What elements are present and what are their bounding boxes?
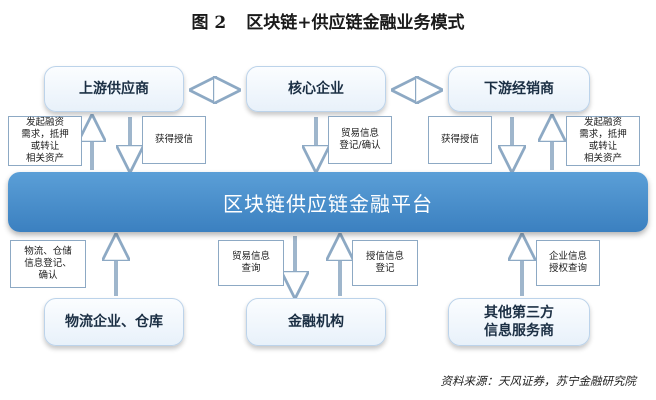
figure-title: 图 2 区块链+供应链金融业务模式: [0, 8, 656, 33]
label-downstream-credit: 获得授信: [428, 116, 492, 164]
label-finance-credit-register: 授信信息 登记: [352, 240, 418, 286]
node-financial-institution: 金融机构: [246, 298, 386, 346]
node-upstream-supplier: 上游供应商: [44, 66, 184, 112]
label-core-trade-register: 贸易信息 登记/确认: [328, 116, 392, 164]
node-downstream-distributor: 下游经销商: [448, 66, 590, 112]
node-logistics-warehouse: 物流企业、仓库: [44, 298, 184, 346]
blockchain-platform: 区块链供应链金融平台: [8, 172, 648, 232]
label-other-auth-query: 企业信息 授权查询: [536, 240, 600, 286]
label-logistics-register: 物流、仓储 信息登记、 确认: [10, 240, 86, 288]
label-downstream-request: 发起融资 需求，抵押 或转让 相关资产: [566, 116, 640, 166]
figure-number: 图 2: [191, 13, 227, 33]
node-third-party-info: 其他第三方 信息服务商: [448, 298, 590, 346]
label-upstream-credit: 获得授信: [142, 116, 206, 164]
label-finance-trade-query: 贸易信息 查询: [218, 240, 284, 286]
source-note: 资料来源：天风证券，苏宁金融研究院: [440, 374, 637, 388]
figure-title-text: 区块链+供应链金融业务模式: [246, 13, 465, 33]
label-upstream-request: 发起融资 需求，抵押 或转让 相关资产: [8, 116, 82, 166]
node-core-enterprise: 核心企业: [246, 66, 386, 112]
